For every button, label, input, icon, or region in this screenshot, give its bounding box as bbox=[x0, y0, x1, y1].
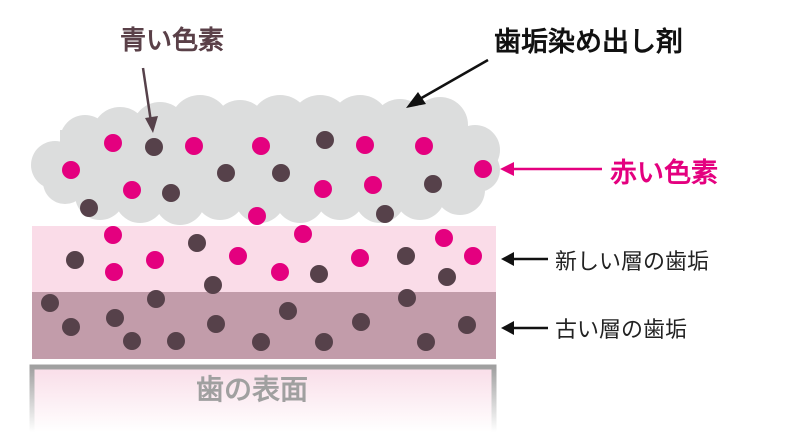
blue-pigment-dot bbox=[147, 290, 165, 308]
blue-pigment-dot bbox=[458, 316, 476, 334]
blue-pigment-dot bbox=[145, 138, 163, 156]
blue-pigment-dot bbox=[315, 333, 333, 351]
red-pigment-dot bbox=[248, 207, 266, 225]
blue-pigment-dot bbox=[167, 332, 185, 350]
agent-arrowhead bbox=[406, 92, 426, 108]
blue-pigment-dot bbox=[66, 251, 84, 269]
agent-arrow bbox=[417, 58, 489, 102]
new-plaque-label: 新しい層の歯垢 bbox=[555, 250, 710, 275]
new-plaque-arrowhead bbox=[501, 252, 514, 266]
red-pigment-dot bbox=[229, 247, 247, 265]
red-pigment-dot bbox=[314, 180, 332, 198]
red-pigment-dot bbox=[62, 161, 80, 179]
red-pigment-dot bbox=[271, 263, 289, 281]
blue-pigment-dot bbox=[376, 205, 394, 223]
blue-pigment-dot bbox=[162, 184, 180, 202]
blue-pigment-dot bbox=[217, 164, 235, 182]
red-pigment-label: 赤い色素 bbox=[610, 158, 718, 189]
blue-pigment-dot bbox=[398, 289, 416, 307]
blue-pigment-dot bbox=[310, 265, 328, 283]
old-plaque-label: 古い層の歯垢 bbox=[555, 318, 688, 343]
arrows bbox=[141, 58, 602, 335]
blue-pigment-dot bbox=[80, 199, 98, 217]
blue-pigment-dot bbox=[352, 313, 370, 331]
blue-pigment-dot bbox=[207, 315, 225, 333]
blue-pigment-dot bbox=[106, 309, 124, 327]
tooth-surface bbox=[29, 364, 497, 432]
old-plaque-arrowhead bbox=[501, 321, 514, 335]
blue-pigment-label: 青い色素 bbox=[120, 26, 225, 56]
blue-pigment-dot bbox=[41, 294, 59, 312]
new-plaque-layer bbox=[32, 226, 496, 293]
red-pigment-arrowhead bbox=[500, 162, 514, 176]
blue-pigment-dot bbox=[204, 276, 222, 294]
red-pigment-dot bbox=[123, 181, 141, 199]
blue-pigment-arrowhead bbox=[145, 116, 158, 133]
red-pigment-dot bbox=[105, 263, 123, 281]
blue-pigment-arrow bbox=[141, 67, 153, 123]
blue-pigment-dot bbox=[417, 333, 435, 351]
red-pigment-dot bbox=[104, 226, 122, 244]
red-pigment-dot bbox=[464, 247, 482, 265]
red-pigment-dot bbox=[364, 176, 382, 194]
blue-pigment-dot bbox=[252, 333, 270, 351]
disclosing-agent-cloud bbox=[31, 95, 500, 225]
blue-pigment-dot bbox=[316, 131, 334, 149]
blue-pigment-dot bbox=[123, 332, 141, 350]
blue-pigment-dot bbox=[188, 234, 206, 252]
red-pigment-dot bbox=[146, 251, 164, 269]
blue-pigment-dot bbox=[279, 302, 297, 320]
red-pigment-dot bbox=[185, 137, 203, 155]
disclosing-agent-label: 歯垢染め出し剤 bbox=[494, 27, 683, 58]
tooth-surface-label: 歯の表面 bbox=[196, 373, 309, 406]
blue-pigment-dot bbox=[424, 175, 442, 193]
pigment-dots bbox=[41, 131, 492, 351]
red-pigment-dot bbox=[294, 225, 312, 243]
blue-pigment-dot bbox=[62, 318, 80, 336]
red-pigment-dot bbox=[104, 134, 122, 152]
blue-pigment-dot bbox=[272, 164, 290, 182]
blue-pigment-dot bbox=[438, 268, 456, 286]
red-pigment-dot bbox=[356, 136, 374, 154]
red-pigment-dot bbox=[435, 229, 453, 247]
red-pigment-dot bbox=[252, 137, 270, 155]
red-pigment-dot bbox=[415, 137, 433, 155]
red-pigment-dot bbox=[474, 160, 492, 178]
blue-pigment-dot bbox=[397, 247, 415, 265]
red-pigment-dot bbox=[351, 249, 369, 267]
